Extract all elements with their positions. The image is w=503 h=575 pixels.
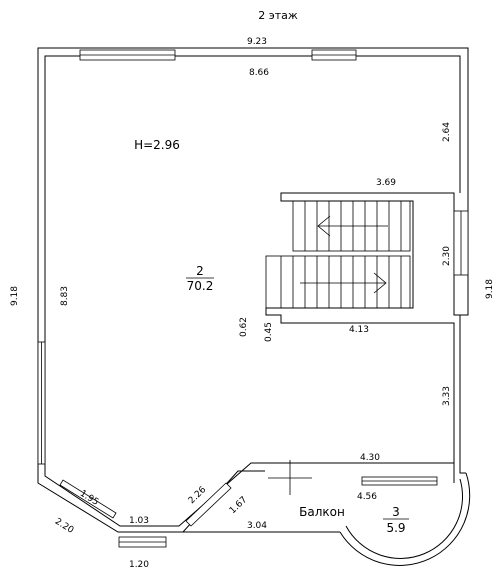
- dim-left-inner: 8.83: [60, 286, 70, 306]
- balcony-label: Балкон: [299, 505, 345, 519]
- dim-right-lower: 3.33: [442, 386, 452, 406]
- dim-chamfer-mid-small: 1.67: [228, 495, 249, 516]
- inner-wall-right: [459, 315, 466, 474]
- window-chamfer-mid: [185, 482, 232, 527]
- stairs-lower: [265, 255, 411, 309]
- balcony-arc-inner: [345, 478, 463, 559]
- floor-title: 2 этаж: [258, 9, 298, 22]
- dim-balcony-bottom: 3.04: [247, 521, 267, 531]
- room-3-number: 3: [392, 505, 400, 519]
- dim-left-outer: 9.18: [10, 286, 20, 306]
- outer-wall: [37, 47, 469, 533]
- dim-bottom-right: 4.30: [360, 453, 380, 463]
- dim-bottom-inner: 1.03: [129, 516, 149, 526]
- dim-balcony-width: 4.56: [357, 492, 377, 502]
- dim-stair-top: 3.69: [376, 178, 396, 188]
- window-chamfer-left: [59, 479, 117, 519]
- room-2-number: 2: [196, 264, 204, 278]
- window-right: [453, 210, 469, 276]
- balcony-door: [361, 476, 438, 486]
- window-left: [37, 341, 46, 465]
- window-top-right: [311, 49, 357, 61]
- ceiling-height: H=2.96: [134, 138, 180, 152]
- dim-right-upper: 2.64: [442, 122, 452, 142]
- dim-right-outer: 9.18: [485, 279, 495, 299]
- dim-stair-right: 2.30: [442, 246, 452, 266]
- dim-top-outer: 9.23: [247, 37, 267, 47]
- dim-bottom-outer: 1.20: [129, 560, 149, 570]
- window-bottom: [118, 536, 167, 548]
- dim-chamfer-left-outer: 2.20: [53, 517, 76, 536]
- dim-stub-a: 0.62: [239, 317, 249, 337]
- room-3-area: 5.9: [386, 521, 405, 535]
- balcony-arc: [339, 472, 471, 566]
- inner-wall: [44, 55, 461, 527]
- stairs-upper: [292, 200, 411, 252]
- dim-mid: 4.13: [349, 325, 369, 335]
- dim-stub-b: 0.45: [264, 322, 274, 342]
- window-top-left: [79, 49, 176, 61]
- dim-top-inner: 8.66: [249, 68, 269, 78]
- room-2-area: 70.2: [187, 279, 214, 293]
